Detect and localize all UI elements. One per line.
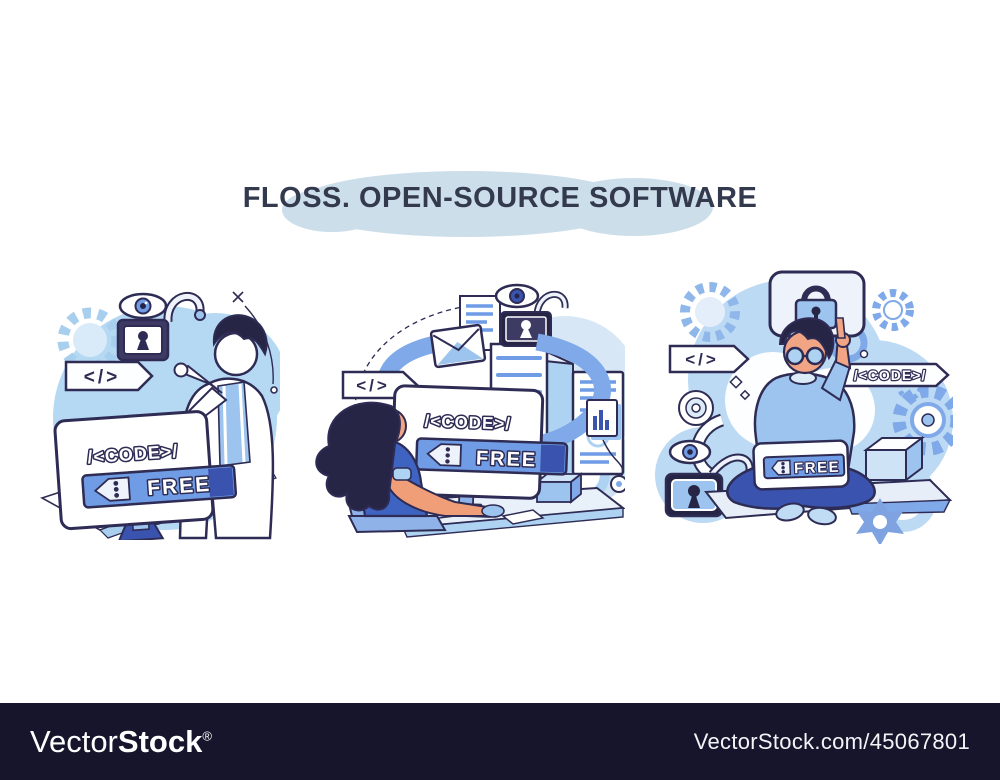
svg-text:</>: </> (356, 376, 390, 395)
code-arrow-sign: </> (64, 360, 154, 392)
target-circles-icon (678, 390, 714, 426)
small-gear-icon (897, 375, 923, 401)
diamond-sparkle-small (739, 389, 751, 401)
code-arrow-sign: </> (341, 370, 419, 400)
dot (270, 386, 278, 394)
snowflake-gear-icon (856, 498, 904, 546)
vectorstock-logo: VectorStock® (30, 723, 212, 759)
eye-icon (494, 283, 540, 309)
illustration-man-laptop: </> /<CODE>/ (648, 260, 964, 546)
open-padlock-icon (664, 453, 754, 518)
glasses-icon (785, 346, 825, 366)
illustration-woman-servers: </> /<CODE>/ (285, 276, 640, 540)
diamond-sparkle (729, 375, 743, 389)
sleeve-cuff (392, 467, 412, 481)
page-title: FLOSS. OPEN-SOURCE SOFTWARE (242, 182, 758, 214)
bar-chart-icon (586, 399, 628, 493)
registered-mark: ® (202, 728, 212, 744)
gear-icon (680, 282, 740, 342)
sparkle-icon (232, 291, 244, 303)
title-cloud-shape-right (555, 178, 713, 236)
title-cloud-shape-left (282, 188, 382, 232)
monitor: /<CODE>/ FREE (53, 410, 238, 543)
watermark-bar: VectorStock® VectorStock.com/45067801 (0, 703, 1000, 780)
envelope-icon (429, 323, 487, 369)
person-woman (315, 401, 505, 534)
hair (315, 401, 401, 512)
speech-bubble-padlock (768, 270, 866, 363)
cube-icon (863, 436, 925, 482)
paper-on-desk (501, 509, 545, 525)
illustration-developer-monitor: </> (30, 266, 287, 543)
hair (778, 317, 835, 361)
free-banner: FREE (81, 464, 238, 509)
person-sitting: FREE (726, 317, 876, 526)
svg-text:/<CODE>/: /<CODE>/ (854, 367, 927, 383)
chair-seat (347, 515, 447, 534)
svg-text:</>: </> (84, 367, 120, 388)
free-tag-text: FREE (476, 447, 538, 471)
svg-text:</>: </> (685, 350, 719, 369)
monitor: /<CODE>/ FREE (390, 384, 569, 518)
pointing-finger (835, 317, 846, 339)
shoe (807, 506, 837, 526)
free-banner: FREE (415, 437, 569, 476)
mouse (481, 504, 505, 518)
watermark-url: VectorStock.com/45067801 (693, 728, 970, 754)
shoe (775, 502, 805, 522)
padlock-shackle (801, 285, 831, 303)
code-banner-sign: /<CODE>/ (842, 362, 950, 388)
gear-icon-top-right (872, 289, 914, 331)
free-banner: FREE (762, 453, 846, 480)
eye-icon (118, 292, 168, 320)
free-tag-text: FREE (794, 459, 841, 478)
hair (212, 314, 268, 357)
box-on-desk (534, 472, 584, 504)
code-banner-text: /<CODE>/ (424, 412, 511, 434)
open-padlock-icon (116, 292, 206, 362)
free-tag-text: FREE (146, 473, 211, 500)
code-arrow-sign: </> (668, 344, 750, 374)
laptop: FREE (752, 439, 850, 491)
eye-icon (668, 439, 712, 465)
